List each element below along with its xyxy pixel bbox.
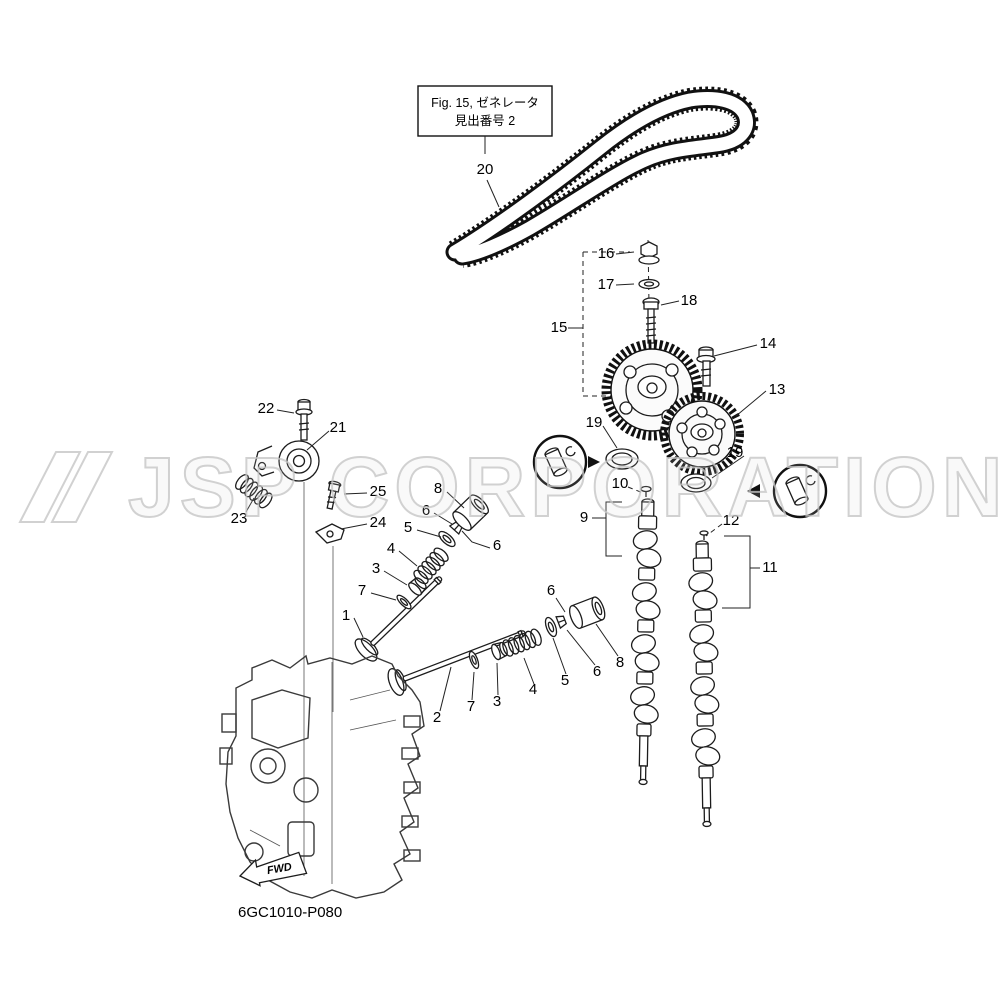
ref-box-line2: 見出番号 2 bbox=[455, 114, 515, 128]
part-label-5: 5 bbox=[404, 519, 412, 536]
washer-17 bbox=[638, 278, 660, 290]
part-label-17: 17 bbox=[598, 276, 615, 293]
part-label-18: 18 bbox=[681, 292, 698, 309]
part-label-19: 19 bbox=[586, 414, 603, 431]
part-label-14: 14 bbox=[760, 335, 777, 352]
group-bracket-15 bbox=[582, 251, 630, 397]
figure-reference-box: Fig. 15, ゼネレータ 見出番号 2 20 bbox=[417, 85, 553, 208]
camshaft-intake bbox=[626, 485, 665, 786]
ref-box-line1: Fig. 15, ゼネレータ bbox=[431, 96, 539, 110]
part-label-15: 15 bbox=[551, 319, 568, 336]
part-label-7: 7 bbox=[358, 582, 366, 599]
part-label-8: 8 bbox=[434, 480, 442, 497]
spring-seat-7a bbox=[394, 592, 414, 612]
valve-2 bbox=[387, 629, 526, 696]
fwd-arrow: FWD bbox=[238, 851, 308, 887]
bracket-24 bbox=[314, 523, 345, 544]
watermark-text: JSP CORPORATION bbox=[128, 440, 1000, 534]
bolt-25 bbox=[326, 480, 342, 510]
valve-spring-4a bbox=[411, 545, 452, 587]
inset-detail-left bbox=[532, 434, 600, 490]
bolt-18 bbox=[642, 297, 660, 344]
watermark-logo-icon bbox=[50, 451, 114, 523]
inset-detail-right bbox=[747, 463, 828, 519]
part-label-11: 11 bbox=[762, 559, 778, 576]
part-label-3: 3 bbox=[372, 560, 380, 577]
part-label-6: 6 bbox=[493, 537, 501, 554]
arrow-right-icon bbox=[588, 456, 600, 468]
part-label-4: 4 bbox=[387, 540, 395, 557]
clip-detail bbox=[565, 446, 576, 457]
part-label-8: 8 bbox=[616, 654, 624, 671]
fwd-label: FWD bbox=[266, 861, 293, 877]
part-label-6: 6 bbox=[593, 663, 601, 680]
part-label-3: 3 bbox=[493, 693, 501, 710]
part-label-5: 5 bbox=[561, 672, 569, 689]
part-label-7: 7 bbox=[467, 698, 475, 715]
sprocket-fastener-stack bbox=[568, 239, 660, 397]
part-label-23: 23 bbox=[231, 510, 248, 527]
oil-seal-19-left bbox=[605, 448, 639, 470]
part-label-9: 9 bbox=[580, 509, 588, 526]
sprocket-13 bbox=[660, 392, 744, 476]
bolt-22 bbox=[295, 398, 313, 441]
ref-box-frame bbox=[417, 85, 553, 137]
cam-cap-10 bbox=[640, 485, 652, 493]
part-label-22: 22 bbox=[258, 400, 275, 417]
part-label-6: 6 bbox=[422, 502, 430, 519]
timing-belt bbox=[445, 86, 759, 268]
part-label-20: 20 bbox=[477, 161, 494, 178]
part-label-19: 19 bbox=[727, 444, 744, 461]
valve-keepers-6b bbox=[555, 613, 568, 629]
group-bracket-9 bbox=[605, 501, 622, 557]
oil-seal-19-right bbox=[680, 473, 712, 493]
part-number-labels: 16 17 18 15 14 13 19 19 10 9 12 11 22 21… bbox=[231, 245, 786, 726]
part-label-12: 12 bbox=[723, 512, 740, 529]
part-label-16: 16 bbox=[598, 245, 615, 262]
cylinder-block bbox=[219, 654, 425, 899]
drawing-code: 6GC1010-P080 bbox=[238, 904, 342, 921]
valve-lifter-8b bbox=[566, 594, 609, 631]
part-label-6: 6 bbox=[547, 582, 555, 599]
nut-16 bbox=[638, 241, 660, 265]
watermark-logo-icon bbox=[18, 451, 82, 523]
part-label-2: 2 bbox=[433, 709, 441, 726]
clip-detail bbox=[805, 475, 816, 486]
valve-1 bbox=[354, 576, 443, 662]
part-label-10: 10 bbox=[612, 475, 629, 492]
camshaft-exhaust bbox=[685, 530, 724, 828]
part-label-25: 25 bbox=[370, 483, 387, 500]
leader-lines bbox=[245, 251, 767, 712]
watermark: JSP CORPORATION bbox=[18, 439, 1000, 535]
part-label-1: 1 bbox=[342, 607, 350, 624]
part-label-24: 24 bbox=[370, 514, 387, 531]
vct-sprocket-assembly bbox=[601, 339, 703, 441]
part-label-13: 13 bbox=[769, 381, 786, 398]
part-label-4: 4 bbox=[529, 681, 537, 698]
group-bracket-11 bbox=[722, 535, 751, 609]
bolt-14 bbox=[696, 346, 716, 387]
arrow-left-icon bbox=[747, 484, 760, 498]
part-label-21: 21 bbox=[330, 419, 347, 436]
tensioner-pulley-21 bbox=[253, 440, 320, 482]
